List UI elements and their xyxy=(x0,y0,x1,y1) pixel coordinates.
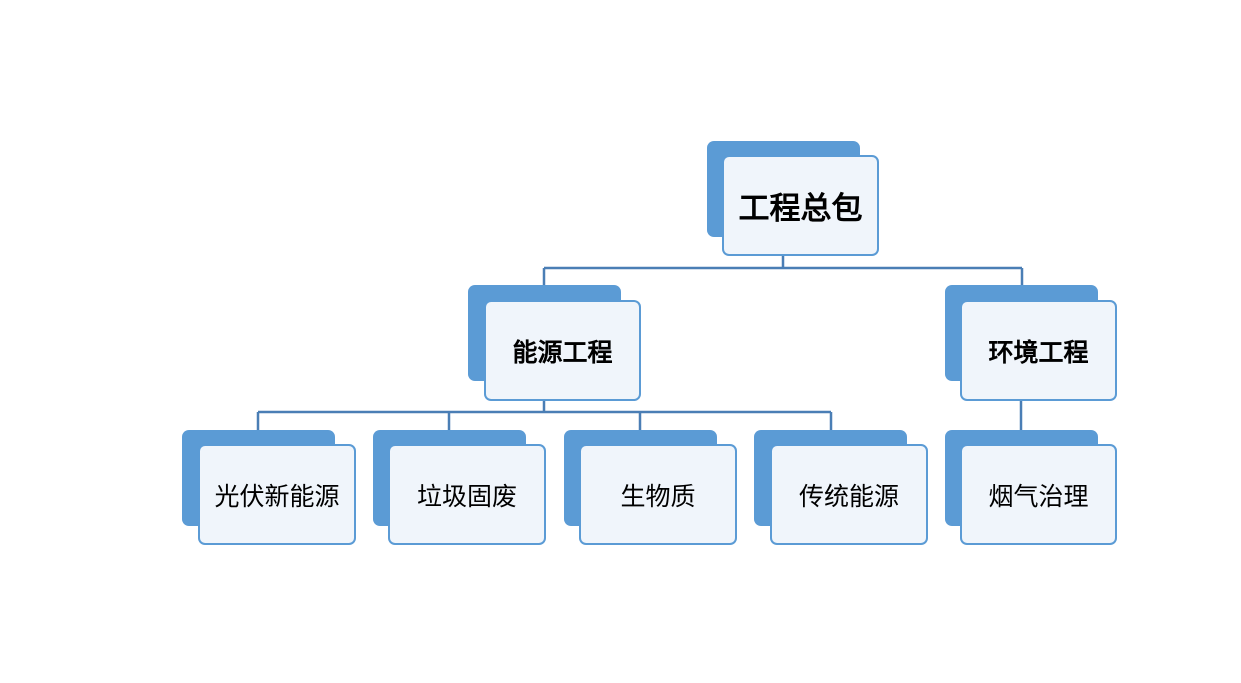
node-biomass-card: 生物质 xyxy=(579,444,737,545)
node-flue-gas-treatment-card: 烟气治理 xyxy=(960,444,1117,545)
node-environmental-engineering: 环境工程 xyxy=(945,285,1117,401)
node-solid-waste-card: 垃圾固废 xyxy=(388,444,546,545)
node-flue-gas-treatment: 烟气治理 xyxy=(945,430,1117,545)
node-photovoltaic: 光伏新能源 xyxy=(182,430,356,545)
node-traditional-energy-card: 传统能源 xyxy=(770,444,928,545)
node-energy-engineering: 能源工程 xyxy=(468,285,641,401)
connector-root-to-level1 xyxy=(542,255,1024,286)
node-root-card: 工程总包 xyxy=(722,155,879,256)
node-biomass-label: 生物质 xyxy=(620,481,696,511)
node-photovoltaic-label: 光伏新能源 xyxy=(214,481,340,511)
node-environmental-engineering-card: 环境工程 xyxy=(960,300,1117,401)
node-energy-engineering-label: 能源工程 xyxy=(512,337,613,367)
node-flue-gas-treatment-label: 烟气治理 xyxy=(988,481,1089,511)
node-biomass: 生物质 xyxy=(564,430,737,545)
node-solid-waste: 垃圾固废 xyxy=(373,430,546,545)
connector-energy-to-children xyxy=(256,400,833,430)
node-photovoltaic-card: 光伏新能源 xyxy=(198,444,356,545)
node-environmental-engineering-label: 环境工程 xyxy=(988,337,1089,367)
node-root-label: 工程总包 xyxy=(738,191,863,227)
node-root: 工程总包 xyxy=(707,141,879,256)
node-energy-engineering-card: 能源工程 xyxy=(484,300,641,401)
node-solid-waste-label: 垃圾固废 xyxy=(416,481,517,511)
node-traditional-energy-label: 传统能源 xyxy=(798,481,899,511)
node-traditional-energy: 传统能源 xyxy=(754,430,928,545)
